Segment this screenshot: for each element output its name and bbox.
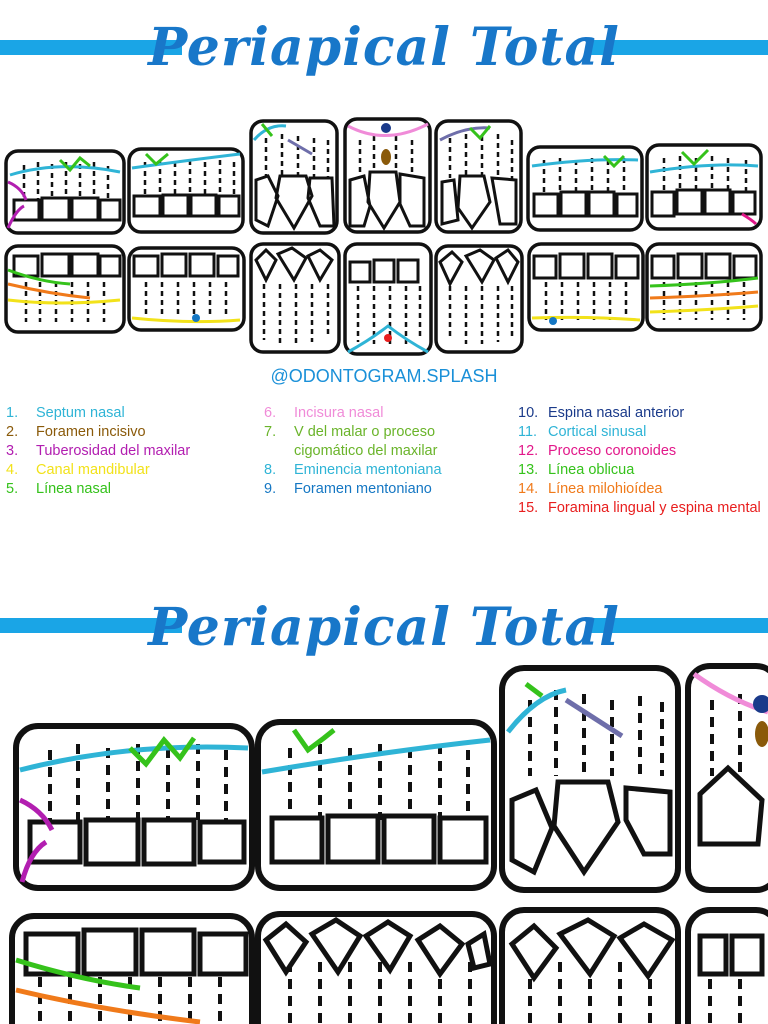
- legend-number: 2.: [6, 424, 19, 440]
- legend-label: Canal mandibular: [36, 462, 150, 478]
- legend-label: Espina nasal anterior: [548, 405, 685, 421]
- legend-item: 12. Proceso coronoides: [518, 442, 764, 461]
- legend-number: 8.: [264, 462, 277, 478]
- legend-item: 1. Septum nasal: [6, 404, 246, 423]
- title-bar-right: [586, 40, 768, 55]
- legend-item: 7. V del malar o proceso cigomático del m…: [264, 423, 506, 461]
- periapical-diagram-top: [4, 117, 763, 356]
- page-title-2: Periapical Total: [148, 597, 620, 658]
- legend-number: 11.: [518, 424, 538, 440]
- legend-item: 4. Canal mandibular: [6, 461, 246, 480]
- page-title: Periapical Total: [148, 17, 620, 78]
- legend-label: Línea milohioídea: [548, 481, 663, 497]
- legend-col-2: 6. Incisura nasal 7. V del malar o proceso …: [264, 404, 506, 499]
- legend-item: 10. Espina nasal anterior: [518, 404, 764, 423]
- legend-label: Línea nasal: [36, 481, 111, 497]
- legend-number: 14.: [518, 481, 539, 497]
- legend-item: 6. Incisura nasal: [264, 404, 506, 423]
- legend-number: 4.: [6, 462, 19, 478]
- legend-label: Cortical sinusal: [548, 424, 647, 440]
- legend-number: 6.: [264, 405, 277, 421]
- title-bar-left-2: [0, 618, 182, 633]
- legend-number: 3.: [6, 443, 19, 459]
- title-bar-right-2: [586, 618, 768, 633]
- legend-number: 15.: [518, 500, 539, 516]
- title-bar-left: [0, 40, 182, 55]
- legend-number: 7.: [264, 424, 277, 440]
- legend-label: Foramen mentoniano: [294, 481, 432, 497]
- author-handle: @ODONTOGRAM.SPLASH: [270, 366, 498, 386]
- legend-number: 9.: [264, 481, 277, 497]
- legend-label: Foramen incisivo: [36, 424, 146, 440]
- legend-item: 11. Cortical sinusal: [518, 423, 764, 442]
- legend-item: 14. Línea milohioídea: [518, 480, 764, 499]
- legend-number: 12.: [518, 443, 539, 459]
- legend-item: 3. Tuberosidad del maxilar: [6, 442, 246, 461]
- legend-item: 2. Foramen incisivo: [6, 423, 246, 442]
- legend-label: V del malar o proceso cigomático del max…: [294, 424, 438, 459]
- legend-number: 5.: [6, 481, 19, 497]
- legend-number: 1.: [6, 405, 19, 421]
- legend-number: 10.: [518, 405, 539, 421]
- legend-label: Incisura nasal: [294, 405, 384, 421]
- legend-label: Eminencia mentoniana: [294, 462, 442, 478]
- legend-item: 9. Foramen mentoniano: [264, 480, 506, 499]
- legend-item: 13. Línea oblicua: [518, 461, 764, 480]
- legend-item: 5. Línea nasal: [6, 480, 246, 499]
- legend-col-1: 1. Septum nasal 2. Foramen incisivo 3. Tubero…: [6, 404, 246, 499]
- legend-number: 13.: [518, 462, 539, 478]
- legend-item: 8. Eminencia mentoniana: [264, 461, 506, 480]
- legend-label: Septum nasal: [36, 405, 125, 421]
- legend-label: Proceso coronoides: [548, 443, 677, 459]
- legend-label: Línea oblicua: [548, 462, 635, 478]
- legend-label: Foramina lingual y espina mental: [548, 500, 761, 516]
- legend-item: 15. Foramina lingual y espina mental: [518, 499, 764, 518]
- legend-label: Tuberosidad del maxilar: [36, 443, 191, 459]
- legend-col-3: 10. Espina nasal anterior 11. Cortical sinu…: [518, 404, 764, 518]
